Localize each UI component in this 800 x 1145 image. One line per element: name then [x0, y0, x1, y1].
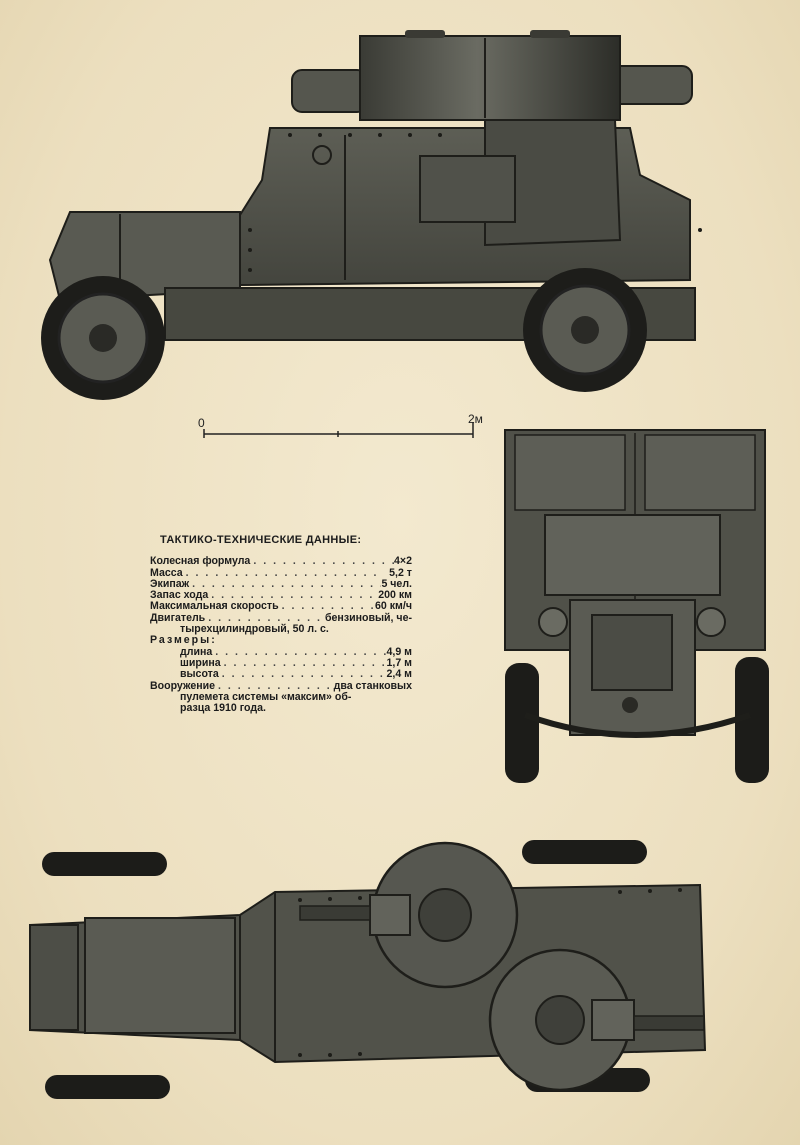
spec-row-mass: Масса . . . . . . . . . . . . . . . . . … [150, 566, 412, 579]
scale-line [203, 422, 474, 438]
spec-label: Масса [150, 566, 183, 579]
side-view-drawing [41, 30, 702, 400]
spec-row-height: высота . . . . . . . . . . . . . . . . .… [180, 668, 412, 681]
specs-title: ТАКТИКО-ТЕХНИЧЕСКИЕ ДАННЫЕ: [160, 534, 362, 546]
spec-label: Колесная формула [150, 555, 251, 568]
spec-value: 5,2 т [389, 566, 412, 579]
spec-row-range: Запас хода . . . . . . . . . . . . . . .… [150, 589, 412, 602]
spec-label: высота [180, 668, 219, 681]
spec-label: Двигатель [150, 611, 206, 624]
spec-value: 4,9 м [386, 645, 412, 658]
front-view-drawing [504, 429, 769, 783]
spec-row-crew: Экипаж . . . . . . . . . . . . . . . . .… [150, 577, 412, 590]
specifications-block: ТАКТИКО-ТЕХНИЧЕСКИЕ ДАННЫЕ: Колесная фор… [150, 534, 412, 715]
spec-value: 5 чел. [381, 577, 412, 590]
spec-value: 1,7 м [386, 656, 412, 669]
spec-dimensions-heading: Размеры: [150, 634, 217, 647]
spec-armament-continuation-2: разца 1910 года. [180, 702, 266, 715]
spec-value: 4×2 [394, 555, 412, 568]
spec-label: Вооружение [150, 679, 216, 692]
spec-label: Запас хода [150, 589, 209, 602]
spec-label: ширина [180, 656, 221, 669]
spec-row-armament: Вооружение . . . . . . . . . . . . . . .… [150, 679, 412, 692]
spec-engine-continuation: тырехцилиндровый, 50 л. с. [180, 623, 329, 636]
spec-value: 60 км/ч [375, 600, 412, 613]
spec-row-speed: Максимальная скорость . . . . . . . . . … [150, 600, 412, 613]
spec-value: бензиновый, че- [324, 611, 412, 624]
spec-label: Экипаж [150, 577, 190, 590]
scale-start-label: 0 [198, 416, 205, 430]
spec-label: Максимальная скорость [150, 600, 279, 613]
spec-armament-continuation-1: пулемета системы «максим» об- [180, 690, 352, 703]
spec-row-length: длина . . . . . . . . . . . . . . . . . … [180, 645, 412, 658]
scale-end-label: 2м [468, 412, 483, 426]
spec-value: 200 км [378, 589, 412, 602]
spec-row-engine: Двигатель . . . . . . . . . . . . . . . … [150, 611, 412, 624]
spec-label: длина [180, 645, 213, 658]
scale-bar: 0 2м [198, 412, 488, 442]
spec-row-width: ширина . . . . . . . . . . . . . . . . .… [180, 656, 412, 669]
spec-value: два станковых [333, 679, 412, 692]
spec-row-wheel: Колесная формула . . . . . . . . . . . .… [150, 555, 412, 568]
top-view-drawing [29, 840, 707, 1099]
spec-value: 2,4 м [386, 668, 412, 681]
